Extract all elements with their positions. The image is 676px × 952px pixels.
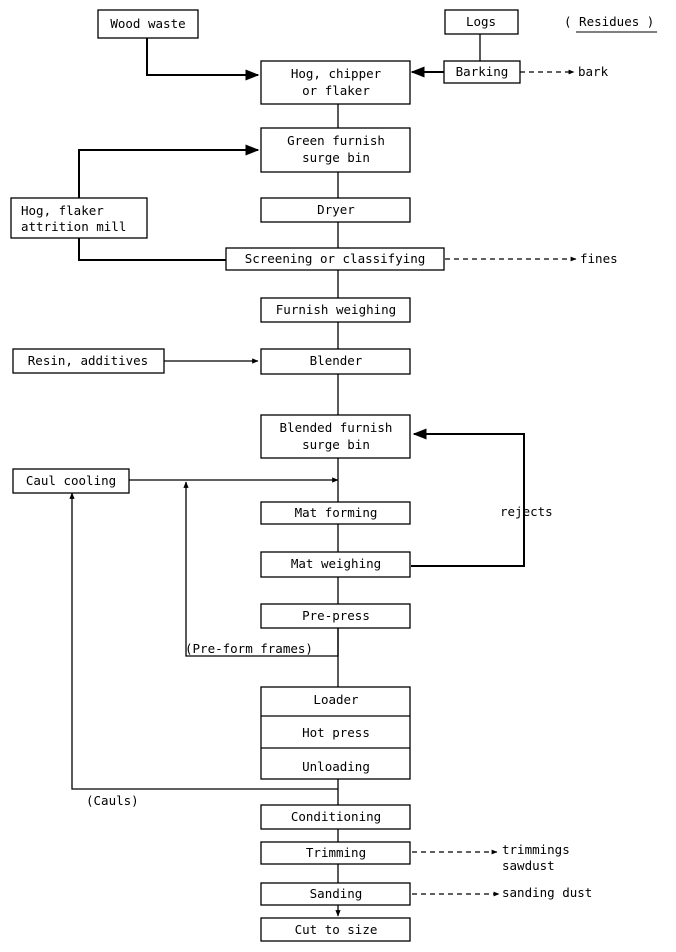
flow-preform-frames-return [183,481,339,657]
trimmings-residue-label-1: trimmings [502,842,570,857]
cut-to-size-box: Cut to size [260,917,411,942]
trimming-label: Trimming [306,845,366,860]
bark-residue-label: bark [578,64,609,79]
mat-forming-box: Mat forming [260,501,411,525]
sanding-label: Sanding [310,886,363,901]
furnish-weighing-box: Furnish weighing [260,297,411,323]
trimming-box: Trimming [260,841,411,865]
wood-waste-label: Wood waste [110,16,185,31]
flow-screening-oversize [78,238,226,261]
blender-box: Blender [260,348,411,375]
mat-forming-label: Mat forming [295,505,378,520]
cut-to-size-label: Cut to size [295,922,378,937]
resin-additives-box: Resin, additives [12,348,165,374]
flow-reflaked-to-green-bin [78,144,260,198]
dryer-label: Dryer [317,202,355,217]
screening-label: Screening or classifying [245,251,426,266]
press-group-box: Loader Hot press Unloading [260,686,411,780]
fines-residue-label: fines [580,251,618,266]
green-furnish-label-1: Green furnish [287,133,385,148]
pre-press-box: Pre-press [260,603,411,629]
logs-box: Logs [444,9,519,35]
conditioning-box: Conditioning [260,804,411,830]
conditioning-label: Conditioning [291,809,381,824]
caul-cooling-box: Caul cooling [12,468,130,494]
pre-form-frames-label: (Pre-form frames) [185,641,313,656]
wood-waste-box: Wood waste [97,9,199,39]
barking-box: Barking [443,60,521,84]
loader-label: Loader [313,692,359,707]
blended-furnish-box: Blended furnish surge bin [260,414,411,459]
green-furnish-label-2: surge bin [302,150,370,165]
cauls-label: (Cauls) [86,793,139,808]
hog-chipper-label-2: or flaker [302,83,370,98]
hog-flaker-box: Hog, flaker attrition mill [10,197,148,239]
blended-furnish-label-2: surge bin [302,437,370,452]
sanding-box: Sanding [260,882,411,906]
unloading-label: Unloading [302,759,370,774]
screening-box: Screening or classifying [225,247,445,271]
resin-additives-label: Resin, additives [28,353,148,368]
dryer-box: Dryer [260,197,411,223]
hog-chipper-box: Hog, chipper or flaker [260,60,411,105]
mat-weighing-box: Mat weighing [260,551,411,578]
hog-flaker-label-1: Hog, flaker [21,203,104,218]
barking-label: Barking [456,64,509,79]
blender-label: Blender [310,353,363,368]
pre-press-label: Pre-press [302,608,370,623]
flow-rejects-loop [411,428,525,567]
flow-wood-waste-to-hog [146,38,260,81]
residues-header: ( Residues ) [564,14,654,29]
logs-label: Logs [466,14,496,29]
blended-furnish-label-1: Blended furnish [280,420,393,435]
sanding-dust-residue-label: sanding dust [502,885,592,900]
hog-flaker-label-2: attrition mill [21,219,126,234]
green-furnish-box: Green furnish surge bin [260,127,411,173]
caul-cooling-label: Caul cooling [26,473,116,488]
hog-chipper-label-1: Hog, chipper [291,66,382,81]
mat-weighing-label: Mat weighing [291,556,381,571]
trimmings-residue-label-2: sawdust [502,858,555,873]
furnish-weighing-label: Furnish weighing [276,302,396,317]
hot-press-label: Hot press [302,725,370,740]
rejects-label: rejects [500,504,553,519]
flow-cauls-return [69,492,338,790]
